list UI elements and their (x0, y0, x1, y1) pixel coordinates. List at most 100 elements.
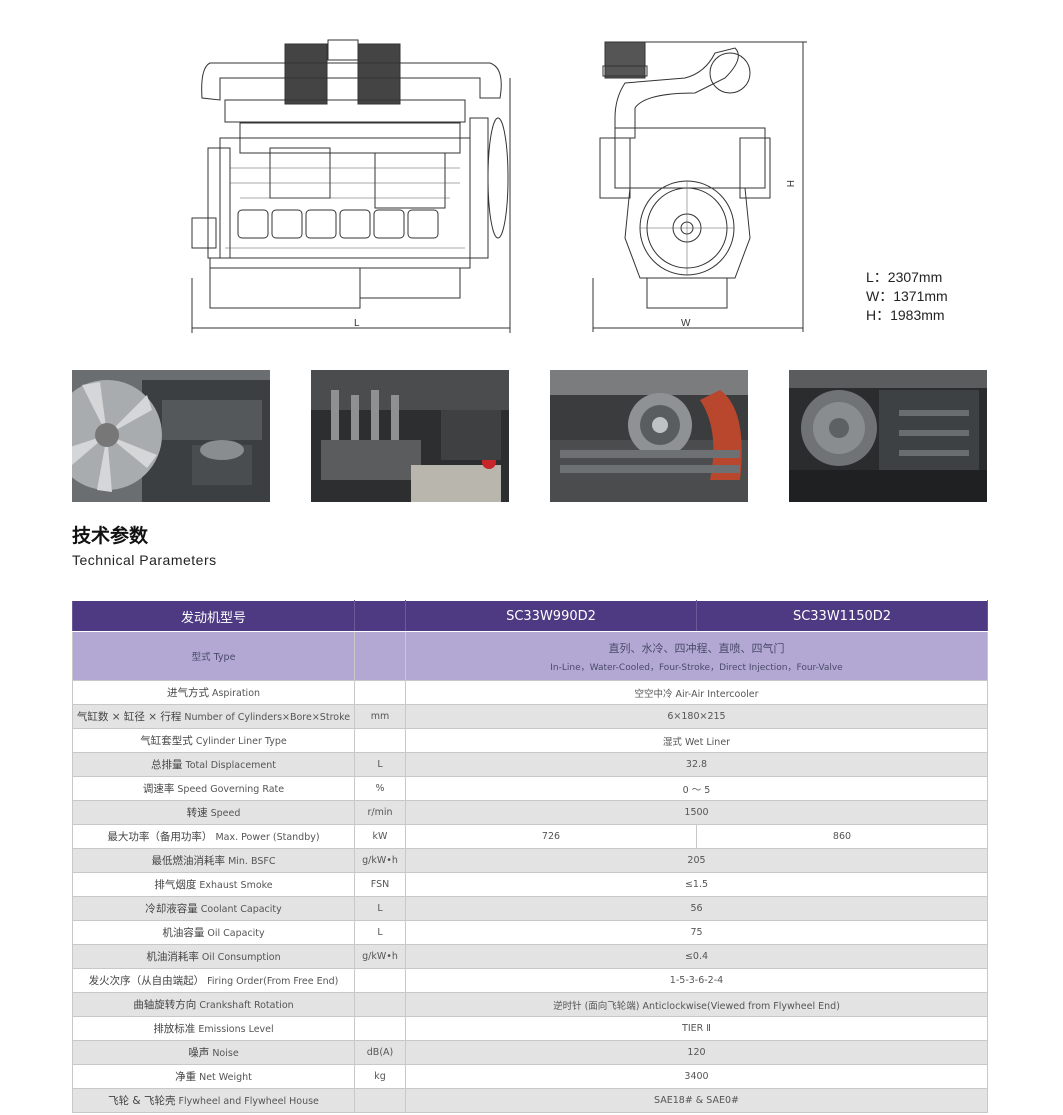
param-name: 气缸数 × 缸径 × 行程 Number of Cylinders×Bore×S… (72, 704, 355, 729)
param-name-en: Cylinder Liner Type (195, 736, 287, 747)
engine-side-view-drawing: L (191, 39, 511, 333)
param-name-en: Max. Power (Standby) (215, 832, 320, 843)
param-unit: FSN (354, 872, 406, 897)
engine-photo-side (789, 370, 987, 502)
table-row: 发火次序（从自由端起） Firing Order(From Free End)1… (72, 968, 988, 993)
param-value: 逆时针 (面向飞轮端) Anticlockwise(Viewed from Fl… (405, 992, 988, 1017)
param-value: 32.8 (405, 752, 988, 777)
param-unit: kW (354, 824, 406, 849)
param-value: 6×180×215 (405, 704, 988, 729)
param-name: 曲轴旋转方向 Crankshaft Rotation (72, 992, 355, 1017)
dimension-height: H：1983mm (866, 307, 945, 323)
param-name-cn: 飞轮 & 飞轮壳 (108, 1095, 176, 1107)
param-name: 机油消耗率 Oil Consumption (72, 944, 355, 969)
param-name: 总排量 Total Displacement (72, 752, 355, 777)
param-unit: g/kW•h (354, 944, 406, 969)
param-name-cn: 排气烟度 (154, 879, 197, 891)
param-value: ≤1.5 (405, 872, 988, 897)
param-name-cn: 机油容量 (162, 927, 205, 939)
param-value: 3400 (405, 1064, 988, 1089)
param-name-cn: 进气方式 (166, 687, 209, 699)
param-name: 排放标准 Emissions Level (72, 1016, 355, 1041)
param-unit: kg (354, 1064, 406, 1089)
param-name-cn: 机油消耗率 (146, 951, 199, 963)
param-name-cn: 排放标准 (153, 1023, 196, 1035)
param-unit: r/min (354, 800, 406, 825)
param-unit (354, 968, 406, 993)
param-name-cn: 冷却液容量 (145, 903, 198, 915)
header-unit (354, 600, 406, 632)
dimension-length: L：2307mm (866, 269, 943, 285)
param-value: 120 (405, 1040, 988, 1065)
param-name-cn: 调速率 (142, 783, 175, 795)
param-name: 气缸套型式 Cylinder Liner Type (72, 728, 355, 753)
param-unit: mm (354, 704, 406, 729)
param-unit (354, 728, 406, 753)
param-name: 最大功率（备用功率） Max. Power (Standby) (72, 824, 355, 849)
param-name-cn: 最低燃油消耗率 (151, 855, 226, 867)
param-name: 机油容量 Oil Capacity (72, 920, 355, 945)
param-unit (354, 992, 406, 1017)
param-name-en: Net Weight (199, 1072, 252, 1083)
param-name-en: Total Displacement (185, 760, 277, 771)
param-unit (354, 1016, 406, 1041)
param-unit: g/kW•h (354, 848, 406, 873)
param-name-cn: 气缸数 × 缸径 × 行程 (76, 711, 182, 723)
param-name: 转速 Speed (72, 800, 355, 825)
param-value: ≤0.4 (405, 944, 988, 969)
param-name-cn: 气缸套型式 (140, 735, 193, 747)
engine-photo-turbocharger (550, 370, 748, 502)
param-value: 空空中冷 Air-Air Intercooler (405, 680, 988, 705)
type-value-cn: 直列、水冷、四冲程、直喷、四气门 (608, 641, 785, 655)
table-row: 调速率 Speed Governing Rate%0 ～ 5 (72, 776, 988, 801)
type-value: 直列、水冷、四冲程、直喷、四气门 In-Line，Water-Cooled，Fo… (405, 631, 988, 681)
technical-parameters-table: 发动机型号 SC33W990D2 SC33W1150D2 型式 Type 直列、… (72, 600, 988, 1113)
param-unit: dB(A) (354, 1040, 406, 1065)
param-name-en: Oil Consumption (201, 952, 281, 963)
param-name-cn: 总排量 (150, 759, 183, 771)
parameter-rows: 进气方式 Aspiration 空空中冷 Air-Air Intercooler 气… (72, 680, 988, 1113)
front-height-label: H (784, 180, 795, 187)
engine-photo-fan (72, 370, 270, 502)
param-name: 进气方式 Aspiration (72, 680, 355, 705)
table-header-row: 发动机型号 SC33W990D2 SC33W1150D2 (72, 600, 988, 632)
param-unit: L (354, 752, 406, 777)
param-name: 调速率 Speed Governing Rate (72, 776, 355, 801)
param-name: 排气烟度 Exhaust Smoke (72, 872, 355, 897)
param-name: 净重 Net Weight (72, 1064, 355, 1089)
param-value: SAE18# & SAE0# (405, 1088, 988, 1113)
type-row: 型式 Type 直列、水冷、四冲程、直喷、四气门 In-Line，Water-C… (72, 631, 988, 681)
param-name: 最低燃油消耗率 Min. BSFC (72, 848, 355, 873)
param-name-en: Speed (210, 808, 241, 819)
param-name: 噪声 Noise (72, 1040, 355, 1065)
param-unit (354, 680, 406, 705)
header-model-1: SC33W990D2 (405, 600, 697, 632)
engine-photo-fuel-pump (311, 370, 509, 502)
param-unit: L (354, 920, 406, 945)
side-length-label: L (354, 318, 360, 329)
section-title-en: Technical Parameters (72, 552, 217, 568)
type-name: 型式 Type (72, 631, 355, 681)
param-name-en: Crankshaft Rotation (199, 1000, 294, 1011)
param-name-cn: 净重 (175, 1071, 197, 1083)
param-name-en: Exhaust Smoke (199, 880, 273, 891)
param-name-en: Firing Order(From Free End) (207, 976, 339, 987)
param-value: 75 (405, 920, 988, 945)
param-name-cn: 转速 (186, 807, 208, 819)
param-name-en: Noise (212, 1048, 239, 1059)
param-value-model-2: 860 (696, 824, 988, 849)
param-name-cn: 噪声 (188, 1047, 210, 1059)
param-unit (354, 1088, 406, 1113)
param-value: 湿式 Wet Liner (405, 728, 988, 753)
param-value: 1-5-3-6-2-4 (405, 968, 988, 993)
